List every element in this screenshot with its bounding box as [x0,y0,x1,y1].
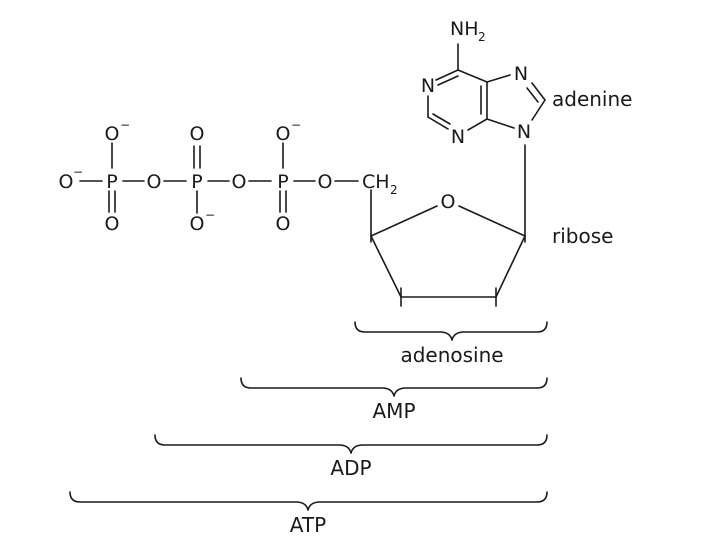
atom-labels: O − O O − O − P O P O P O CH 2 O O − O O… [59,18,532,235]
atom-o-bottom2: O [190,213,205,235]
bond-n3-c4 [467,118,488,131]
brace-adenosine [354,321,548,341]
label-amp: AMP [373,399,416,423]
atom-p2: P [191,171,202,193]
atom-o-bridge3: O [318,171,333,193]
bond-c6-n1-b [437,75,459,86]
brace-amp [240,377,548,397]
atom-n3: N [451,126,465,148]
atom-o-top2: O [190,123,205,145]
atom-n7: N [514,63,528,85]
label-adenine: adenine [552,87,632,111]
bond-n9-c4 [486,118,515,129]
bond-c5-c6 [457,69,488,83]
brace-atp [69,491,548,511]
label-ribose: ribose [552,224,613,248]
atom-o-top1: O [105,123,120,145]
bond-c5-n7 [486,74,511,83]
atom-o-bottom1: O [105,213,120,235]
atom-o-bridge2: O [232,171,247,193]
atom-o-top3: O [276,123,291,145]
bond-c6-n1-a [435,69,459,81]
bond-n7-c8-a [531,82,546,101]
atom-p1: P [106,171,117,193]
label-adp: ADP [330,456,371,480]
bond-c2-c1 [495,235,526,298]
phosphate-chain-bonds [79,142,359,214]
charge-o-left: − [73,165,83,179]
charge-o-top1: − [120,118,130,132]
atom-n9: N [517,121,531,143]
bond-o-ring-c1 [458,205,526,237]
atom-ch2-subscript: 2 [390,183,398,197]
bond-c4-c3 [370,235,402,298]
charge-o-bottom2: − [205,208,215,222]
atom-nh2-subscript: 2 [478,30,486,44]
bond-n7-c8-b [526,87,539,103]
brace-adp [154,434,548,454]
atom-p3: P [277,171,288,193]
atom-ch2: CH [362,171,390,193]
label-adenosine: adenosine [400,343,503,367]
bond-c4-o-ring [370,205,438,237]
bond-c2-n3-a [427,116,449,130]
ribose-ring-bonds [370,144,526,307]
label-atp: ATP [290,513,326,537]
adenine-bonds [427,43,546,131]
atom-nh2: NH [450,18,479,40]
atom-n1: N [421,75,435,97]
atom-o-bottom3: O [276,213,291,235]
atom-o-left: O [59,171,74,193]
atom-o-bridge1: O [147,171,162,193]
bond-c8-n9 [531,99,546,121]
atom-o-ring: O [441,191,456,213]
charge-o-top3: − [291,118,301,132]
bond-c2-n3-b [432,113,451,125]
